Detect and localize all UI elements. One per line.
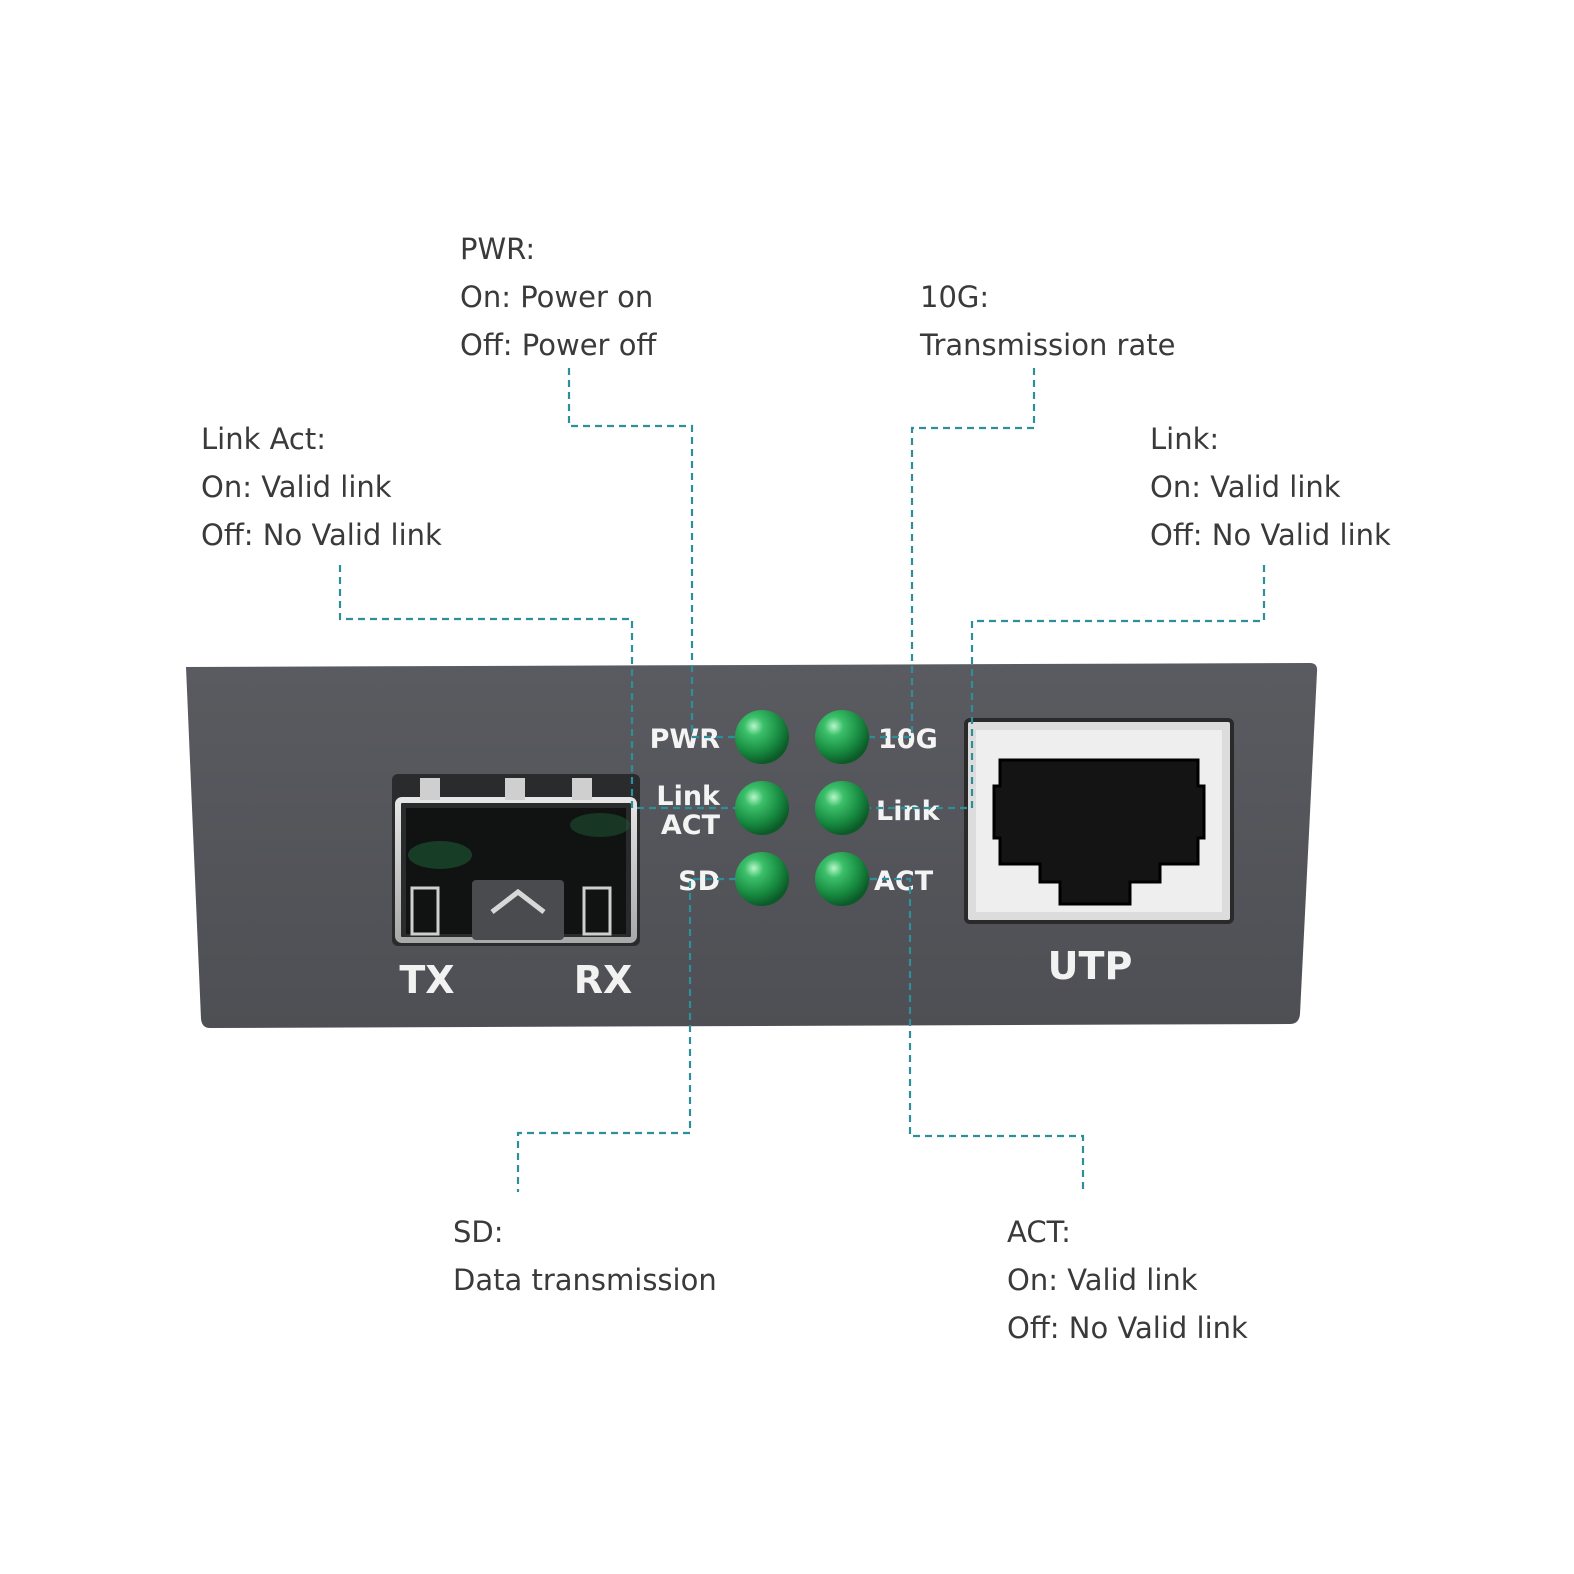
callout-pwr-on: On: Power on [460, 280, 654, 314]
callout-act-title: ACT: [1007, 1215, 1071, 1249]
rj45-port [964, 718, 1234, 924]
callout-link-act-title: Link Act: [201, 422, 327, 456]
rj45-utp-label: UTP [1048, 944, 1133, 988]
callout-pwr: PWR: On: Power on Off: Power off [460, 225, 656, 369]
callout-act: ACT: On: Valid link Off: No Valid link [1007, 1208, 1248, 1352]
led-10g [815, 710, 869, 764]
callout-link-on: On: Valid link [1150, 470, 1341, 504]
callout-act-off: Off: No Valid link [1007, 1311, 1248, 1345]
leader-line-pwr [567, 368, 736, 739]
led-label-act: ACT [874, 866, 934, 897]
led-link-act [735, 781, 789, 835]
led-act [815, 852, 869, 906]
callout-sd-title: SD: [453, 1215, 504, 1249]
callout-pwr-off: Off: Power off [460, 328, 657, 362]
leader-line-link [870, 565, 1266, 810]
led-label-sd: SD [678, 866, 720, 897]
callout-sd-desc: Data transmission [453, 1263, 717, 1297]
led-label-pwr: PWR [650, 724, 721, 755]
led-label-link-act-2: ACT [661, 810, 721, 841]
callout-link-act-off: Off: No Valid link [201, 518, 442, 552]
leader-line-act [870, 877, 1085, 1192]
callout-10g-title: 10G: [920, 280, 990, 314]
sfp-rx-label: RX [574, 958, 633, 1002]
callout-link: Link: On: Valid link Off: No Valid link [1150, 415, 1391, 559]
callout-pwr-title: PWR: [460, 232, 536, 266]
callout-link-title: Link: [1150, 422, 1220, 456]
led-label-link: Link [876, 796, 941, 827]
callout-link-act: Link Act: On: Valid link Off: No Valid l… [201, 415, 442, 559]
led-sd [735, 852, 789, 906]
led-label-link-act-1: Link [656, 781, 721, 812]
led-label-10g: 10G [878, 724, 938, 755]
led-link [815, 781, 869, 835]
sfp-port [392, 774, 640, 946]
leader-line-link-act [338, 565, 736, 810]
callout-10g: 10G: Transmission rate [920, 273, 1175, 369]
callout-act-on: On: Valid link [1007, 1263, 1198, 1297]
leader-line-10g [870, 368, 1036, 739]
leader-line-sd [516, 877, 736, 1192]
callout-link-act-on: On: Valid link [201, 470, 392, 504]
callout-link-off: Off: No Valid link [1150, 518, 1391, 552]
callout-10g-desc: Transmission rate [920, 328, 1176, 362]
led-pwr [735, 710, 789, 764]
sfp-tx-label: TX [399, 958, 454, 1002]
callout-sd: SD: Data transmission [453, 1208, 717, 1304]
